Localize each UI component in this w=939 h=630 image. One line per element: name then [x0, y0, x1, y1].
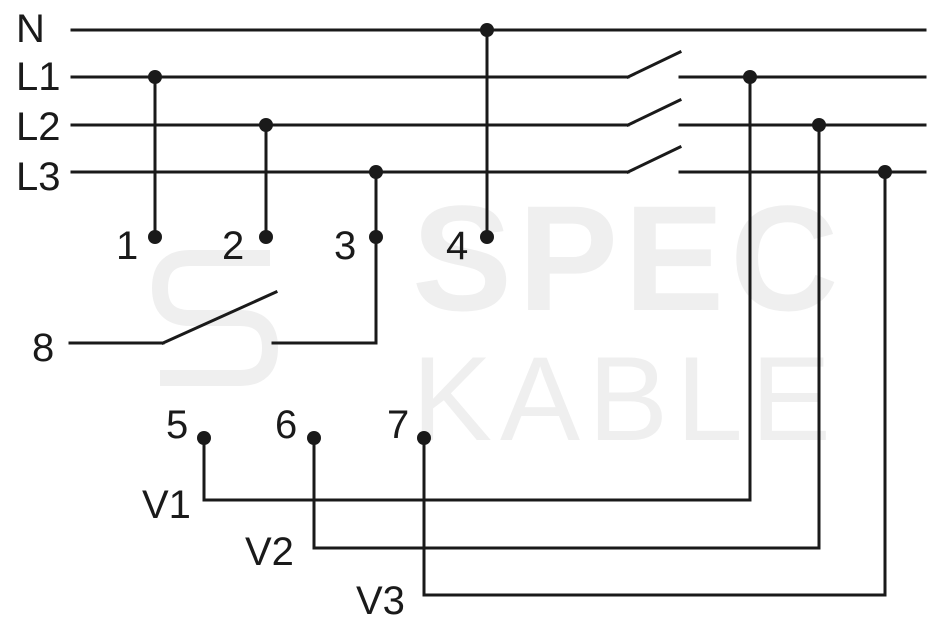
watermark: SPEC KABLE: [151, 174, 844, 466]
wire-v3-to-l3: [422, 170, 887, 597]
bus-label-l2: L2: [16, 105, 61, 149]
terminal-label-7: 7: [387, 403, 409, 447]
junction-node-l2-v2: [812, 118, 826, 132]
terminal-label-1: 1: [116, 224, 138, 268]
watermark-kable-text: KABLE: [412, 332, 839, 466]
terminal-label-8: 8: [32, 326, 54, 370]
terminal-node-7: [417, 431, 431, 445]
switch-blade-8: [161, 290, 278, 345]
voltmeter-label-v2: V2: [245, 530, 294, 574]
bus-label-l1: L1: [16, 55, 61, 99]
voltmeter-label-v3: V3: [356, 579, 405, 623]
terminal-label-4: 4: [446, 224, 468, 268]
junction-node-l1: [148, 70, 162, 84]
junction-node-n: [480, 23, 494, 37]
bus-label-n: N: [16, 7, 45, 51]
voltmeter-label-v1: V1: [142, 483, 191, 527]
switch-blade-l1: [625, 49, 683, 80]
bus-label-l3: L3: [16, 155, 61, 199]
junction-node-l3-v3: [878, 165, 892, 179]
terminal-label-5: 5: [166, 403, 188, 447]
wire-v1-to-l1: [202, 75, 752, 502]
wire-v2-to-l2: [312, 123, 821, 550]
junction-node-l2: [259, 118, 273, 132]
junction-node-l3: [369, 165, 383, 179]
terminal-node-5: [197, 431, 211, 445]
terminal-node-1: [148, 230, 162, 244]
terminal-node-4: [480, 230, 494, 244]
terminal-node-3: [369, 230, 383, 244]
terminal-label-6: 6: [275, 403, 297, 447]
junction-node-l1-v1: [743, 70, 757, 84]
wire-terminal-3-to-switch: [271, 235, 378, 345]
switch-blade-l3: [625, 144, 683, 175]
watermark-spec-text: SPEC: [412, 174, 844, 342]
terminal-label-2: 2: [222, 224, 244, 268]
terminal-node-2: [259, 230, 273, 244]
terminal-label-3: 3: [334, 224, 356, 268]
switch-blade-l2: [625, 97, 683, 128]
terminal-node-6: [307, 431, 321, 445]
